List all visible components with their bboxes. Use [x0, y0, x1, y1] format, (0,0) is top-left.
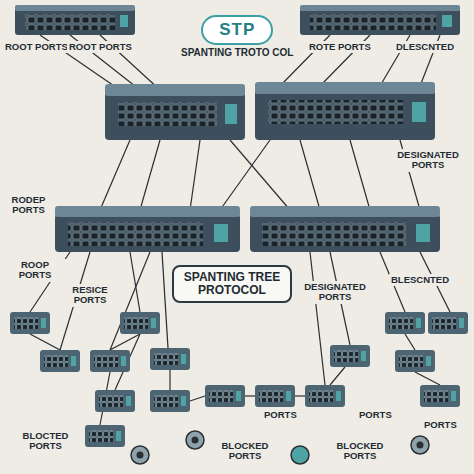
- port-label: DESIGNATED PORTS: [389, 149, 467, 172]
- stp-cloud: STP SPANTING TROTO COL: [178, 15, 296, 58]
- end-devices: [10, 312, 468, 447]
- port-label: ROTE PORTS: [307, 41, 373, 53]
- port-label: PORTS: [357, 409, 394, 421]
- port-label: BLOCKED PORTS: [328, 440, 392, 463]
- port-label: ROOT PORTS: [67, 41, 134, 53]
- network-wires: [30, 35, 450, 425]
- blocked-port-symbols: [131, 431, 429, 464]
- node-subtitle: SPANTING TROTO COL: [178, 47, 296, 58]
- port-label: DESIGNATED PORTS: [296, 281, 374, 304]
- switch: [255, 82, 435, 140]
- port-label: BLESCNTED: [389, 274, 451, 286]
- switch: [15, 5, 135, 35]
- port-label: ROOP PORTS: [3, 259, 67, 282]
- switch: [55, 206, 240, 252]
- port-label: RESICE PORTS: [58, 284, 122, 307]
- switch: [105, 84, 245, 140]
- node-heading: SPANTING TREE PROTOCOL: [182, 271, 282, 297]
- switch: [250, 206, 440, 252]
- port-label: ROOT PORTS: [3, 41, 70, 53]
- port-label: RODEP PORTS: [4, 194, 53, 217]
- port-label: PORTS: [422, 419, 459, 431]
- protocol-box: SPANTING TREE PROTOCOL: [172, 265, 292, 303]
- port-label: BLOCKED PORTS: [213, 440, 277, 463]
- node-heading: STP: [201, 15, 273, 45]
- port-label: DLESCNTED: [394, 41, 456, 53]
- port-label: PORTS: [262, 409, 299, 421]
- port-label: BLOCTED PORTS: [16, 430, 75, 453]
- switch: [300, 5, 460, 35]
